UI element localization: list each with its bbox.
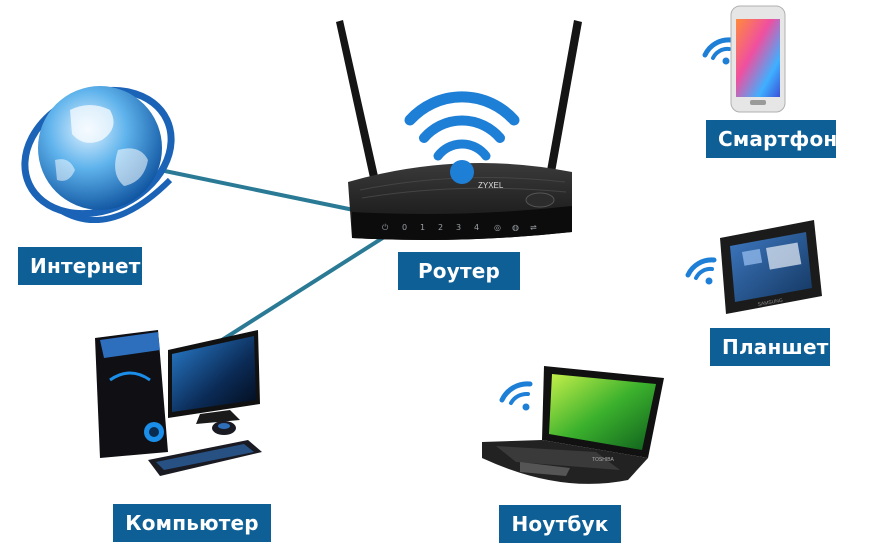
router-led-row: ⏻ 0 1 2 3 4 ◎ ◍ ⇌ <box>382 223 537 232</box>
tablet-wifi-icon <box>685 257 717 285</box>
laptop-wifi-icon <box>499 381 533 411</box>
router-led-0: 0 <box>402 223 407 232</box>
router-led-wps: ◍ <box>512 223 519 232</box>
router-led-power: ⏻ <box>382 223 389 232</box>
router-led-1: 1 <box>420 223 425 232</box>
smartphone-wifi-icon <box>702 37 734 65</box>
router-led-4: 4 <box>474 223 479 232</box>
tablet-brand-label: SAMSUNG <box>757 298 783 308</box>
tablet-label: Планшет <box>710 328 830 366</box>
router-led-usb: ⇌ <box>530 223 537 232</box>
tablet-device: SAMSUNG <box>685 220 822 314</box>
router-device: ZYXEL ⏻ 0 1 2 3 4 ◎ ◍ ⇌ <box>336 20 582 240</box>
connection-lines <box>159 168 394 342</box>
internet-label: Интернет <box>18 247 142 285</box>
internet-router-line <box>159 168 379 217</box>
laptop-label: Ноутбук <box>499 505 621 543</box>
router-led-wifi: ◎ <box>494 223 501 232</box>
router-label: Роутер <box>398 252 520 290</box>
router-wifi-icon <box>404 91 520 161</box>
smartphone-label: Смартфон <box>706 120 837 158</box>
router-brand-label: ZYXEL <box>478 181 504 190</box>
smartphone-device <box>702 5 786 113</box>
computer-device <box>95 330 262 476</box>
router-led-3: 3 <box>456 223 461 232</box>
globe-icon <box>21 86 175 223</box>
router-led-2: 2 <box>438 223 443 232</box>
computer-router-line <box>220 230 394 342</box>
laptop-brand-label: TOSHIBA <box>592 457 615 463</box>
computer-label: Компьютер <box>113 504 271 542</box>
laptop-device: TOSHIBA <box>482 366 664 484</box>
